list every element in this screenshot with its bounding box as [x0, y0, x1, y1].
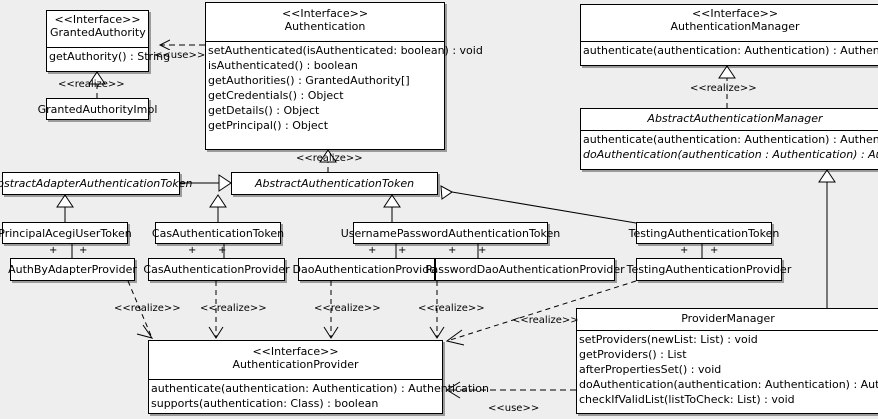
edge-label-use-provider-manager-authentication-provider: <<use>> — [488, 403, 540, 414]
class-header: AbstractAuthenticationManager — [581, 109, 878, 130]
class-provider-manager[interactable]: ProviderManager setProviders(newList: Li… — [576, 308, 878, 414]
edge-label-realize-dao-authentication-provider: <<realize>> — [314, 303, 381, 314]
class-name: CasAuthenticationToken — [151, 226, 285, 240]
class-header: <<Interface>> AuthenticationProvider — [149, 341, 442, 379]
class-authentication-manager[interactable]: <<Interface>> AuthenticationManager auth… — [580, 4, 878, 66]
class-name: UsernamePasswordAuthenticationToken — [340, 226, 561, 240]
class-password-dao-authentication-provider[interactable]: PasswordDaoAuthenticationProvider — [425, 258, 625, 281]
class-header: <<Interface>> AuthenticationManager — [581, 5, 878, 41]
class-testing-authentication-token[interactable]: TestingAuthenticationToken — [629, 222, 779, 244]
class-abstract-adapter-authentication-token[interactable]: AbstractAdapterAuthenticationToken — [0, 172, 192, 195]
class-username-password-authentication-token[interactable]: UsernamePasswordAuthenticationToken — [341, 222, 560, 244]
multiplicity-marker: + — [398, 245, 407, 256]
class-name: PasswordDaoAuthenticationProvider — [425, 263, 625, 276]
multiplicity-marker: + — [188, 245, 197, 256]
class-name: AuthByAdapterProvider — [8, 263, 137, 276]
class-cas-authentication-token[interactable]: CasAuthenticationToken — [151, 222, 285, 244]
multiplicity-marker: + — [218, 245, 227, 256]
class-name: AuthenticationProvider — [232, 358, 359, 371]
class-name: Authentication — [284, 20, 366, 33]
class-name: AbstractAdapterAuthenticationToken — [0, 177, 193, 190]
multiplicity-marker: + — [368, 245, 377, 256]
operation: authenticate(authentication: Authenticat… — [583, 44, 878, 57]
class-name: AuthenticationManager — [670, 20, 800, 33]
operation: supports(authentication: Class) : boolea… — [151, 397, 379, 410]
class-authentication-provider[interactable]: <<Interface>> AuthenticationProvider aut… — [148, 340, 489, 414]
class-auth-by-adapter-provider[interactable]: AuthByAdapterProvider — [8, 258, 137, 281]
class-granted-authority[interactable]: <<Interface>> GrantedAuthority getAuthor… — [46, 10, 171, 72]
class-granted-authority-impl[interactable]: GrantedAuthorityImpl — [38, 98, 157, 120]
edge-label-realize-abstract-authentication-manager: <<realize>> — [690, 83, 757, 94]
class-name: AbstractAuthenticationManager — [647, 112, 823, 125]
class-dao-authentication-provider[interactable]: DaoAuthenticationProvider — [293, 258, 441, 281]
operation: checkIfValidList(listToCheck: List) : vo… — [579, 393, 795, 406]
operation: getPrincipal() : Object — [208, 119, 329, 132]
edge-label-realize-auth-by-adapter-provider: <<realize>> — [114, 303, 181, 314]
operations-compartment: authenticate(authentication: Authenticat… — [581, 130, 878, 164]
operation: getAuthorities() : GrantedAuthority[] — [208, 74, 410, 87]
multiplicity-marker: + — [680, 245, 689, 256]
class-name: GrantedAuthorityImpl — [37, 102, 158, 116]
operation: authenticate(authentication: Authenticat… — [151, 382, 489, 395]
class-header: <<Interface>> Authentication — [206, 3, 444, 41]
class-name: TestingAuthenticationProvider — [626, 263, 792, 276]
operations-compartment: authenticate(authentication: Authenticat… — [149, 379, 489, 413]
edge-label-realize-abstract-authentication-token: <<realize>> — [296, 153, 363, 164]
operation: afterPropertiesSet() : void — [579, 363, 722, 376]
multiplicity-marker: + — [49, 245, 58, 256]
multiplicity-marker: + — [710, 245, 719, 256]
operation: authenticate(authentication: Authenticat… — [583, 133, 878, 146]
class-name: AbstractAuthenticationToken — [254, 177, 415, 190]
class-cas-authentication-provider[interactable]: CasAuthenticationProvider — [143, 258, 290, 281]
edge-label-realize-testing-authentication-provider: <<realize>> — [512, 315, 579, 326]
operation: isAuthenticated() : boolean — [208, 59, 358, 72]
class-name: TestingAuthenticationToken — [628, 226, 780, 240]
multiplicity-marker: + — [448, 245, 457, 256]
class-header: ProviderManager — [577, 309, 878, 330]
class-name: PrincipalAcegiUserToken — [0, 226, 132, 240]
multiplicity-marker: + — [478, 245, 487, 256]
class-principal-acegi-user-token[interactable]: PrincipalAcegiUserToken — [0, 222, 132, 244]
operation: getCredentials() : Object — [208, 89, 344, 102]
class-abstract-authentication-token[interactable]: AbstractAuthenticationToken — [231, 172, 438, 195]
operation: getProviders() : List — [579, 348, 687, 361]
class-testing-authentication-provider[interactable]: TestingAuthenticationProvider — [627, 258, 791, 281]
class-abstract-authentication-manager[interactable]: AbstractAuthenticationManager authentica… — [580, 108, 878, 170]
edge-label-realize-password-dao-authentication-provider: <<realize>> — [418, 303, 485, 314]
stereotype-label: <<Interface>> — [252, 345, 339, 358]
operations-compartment: getAuthority() : String — [47, 47, 171, 66]
stereotype-label: <<Interface>> — [281, 7, 369, 20]
multiplicity-marker: + — [79, 245, 88, 256]
operation: getAuthority() : String — [49, 50, 171, 63]
operation: setAuthenticated(isAuthenticated: boolea… — [208, 44, 483, 57]
class-name: GrantedAuthority — [50, 26, 146, 39]
operations-compartment: setAuthenticated(isAuthenticated: boolea… — [206, 41, 483, 135]
edge-label-realize-cas-authentication-provider: <<realize>> — [200, 303, 267, 314]
operation: doAuthentication(authentication: Authent… — [579, 378, 878, 391]
class-header: <<Interface>> GrantedAuthority — [47, 11, 148, 47]
stereotype-label: <<Interface>> — [691, 7, 779, 20]
operations-compartment: authenticate(authentication: Authenticat… — [581, 41, 878, 60]
operation: getDetails() : Object — [208, 104, 320, 117]
operation: doAuthentication(authentication : Authen… — [583, 148, 878, 161]
class-name: CasAuthenticationProvider — [143, 263, 290, 276]
stereotype-label: <<Interface>> — [54, 13, 141, 26]
operations-compartment: setProviders(newList: List) : void getPr… — [577, 330, 878, 409]
operation: setProviders(newList: List) : void — [579, 333, 758, 346]
edge-label-realize-granted-authority-impl: <<realize>> — [58, 79, 125, 90]
class-authentication[interactable]: <<Interface>> Authentication setAuthenti… — [205, 2, 483, 150]
class-name: ProviderManager — [681, 312, 775, 325]
edge-label-use-authentication-granted-authority: <<use>> — [154, 50, 206, 61]
class-name: DaoAuthenticationProvider — [292, 263, 441, 276]
